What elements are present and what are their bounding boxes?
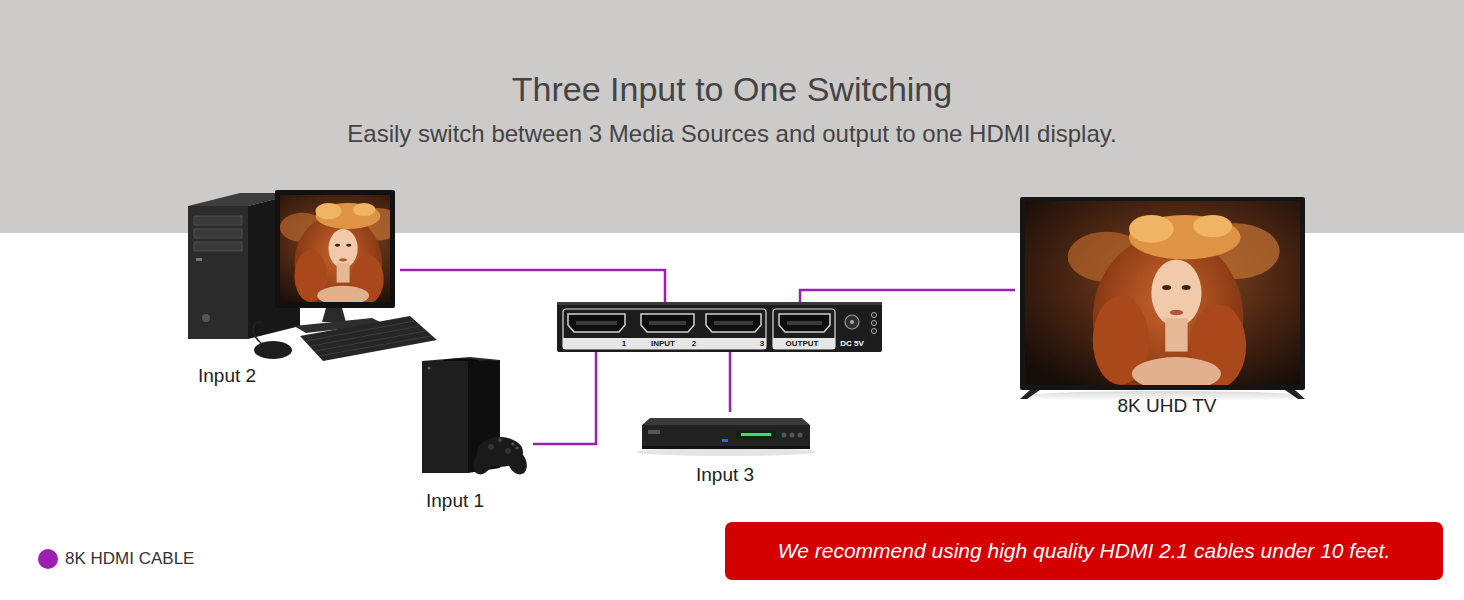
console-drawing — [422, 357, 531, 478]
hdmi-switch-drawing-part — [779, 314, 830, 332]
player-drawing-part — [741, 433, 771, 436]
computer-drawing-part — [300, 316, 437, 361]
hdmi-switch-drawing-part — [568, 314, 625, 332]
hdmi-switch-drawing-part — [845, 315, 859, 329]
hdmi-switch-drawing-part — [714, 321, 753, 325]
hdmi-switch-drawing-part — [706, 314, 761, 332]
port-label: OUTPUT — [786, 339, 819, 349]
hdmi-cable — [729, 352, 732, 412]
hdmi-cable — [800, 290, 1015, 302]
tv-node: 8K UHD TV — [1015, 195, 1310, 420]
computer-drawing-part — [322, 308, 346, 322]
player-drawing-part — [790, 433, 795, 438]
player-drawing-part — [648, 430, 660, 434]
port-label: INPUT — [651, 339, 675, 349]
device-label: Input 3 — [696, 464, 754, 486]
port-label: 2 — [692, 339, 696, 349]
console-node: Input 1 — [415, 350, 533, 515]
player-drawing-part — [636, 448, 816, 456]
port-label: 3 — [760, 339, 764, 349]
console-drawing-part — [511, 442, 514, 445]
computer-drawing — [188, 190, 437, 361]
page-title: Three Input to One Switching — [0, 70, 1464, 109]
hdmi-switch-drawing-part — [641, 314, 694, 332]
computer-node: Input 2 — [180, 185, 400, 390]
note-text: We recommend using high quality HDMI 2.1… — [778, 539, 1390, 563]
legend-swatch — [38, 549, 58, 569]
note-box: We recommend using high quality HDMI 2.1… — [725, 522, 1443, 580]
computer-drawing-part — [254, 195, 416, 312]
hdmi-switch-drawing-part — [787, 321, 822, 325]
console-drawing-part — [515, 446, 518, 449]
hdmi-switch-drawing — [557, 302, 882, 352]
player-drawing-part — [782, 433, 787, 438]
computer-drawing-part — [202, 314, 210, 322]
port-label: DC 5V — [840, 339, 864, 349]
player-drawing-part — [722, 439, 728, 442]
hdmi-cable — [400, 270, 665, 302]
hdmi-switch-drawing-part — [563, 338, 766, 349]
console-drawing-part — [488, 444, 494, 450]
hdmi-switch-drawing-part — [872, 321, 877, 326]
player-drawing-part — [798, 433, 803, 438]
device-label: 8K UHD TV — [1118, 395, 1217, 418]
subtitle: Easily switch between 3 Media Sources an… — [0, 120, 1464, 148]
computer-drawing-part — [253, 322, 262, 344]
player-drawing-part — [642, 446, 810, 449]
hdmi-cable — [533, 352, 596, 444]
legend-text: 8K HDMI CABLE — [65, 549, 194, 569]
computer-drawing-part — [319, 336, 431, 356]
player-node: Input 3 — [638, 412, 814, 490]
console-drawing-part — [469, 446, 496, 477]
hdmi-switch-drawing-part — [773, 338, 835, 349]
hdmi-switch-drawing-part — [850, 320, 854, 324]
hdmi-switch-drawing-part — [649, 321, 686, 325]
tv-drawing — [1020, 197, 1305, 402]
computer-drawing-part — [306, 321, 414, 341]
player-drawing-part — [642, 418, 810, 425]
device-label: Input 1 — [426, 490, 484, 512]
computer-drawing-part — [194, 242, 242, 251]
legend-entry: 8K HDMI CABLE — [38, 549, 194, 569]
hdmi-switch-drawing-part — [576, 321, 822, 325]
device-label: Input 2 — [198, 365, 256, 387]
console-drawing-part — [428, 367, 431, 370]
hdmi-switch-drawing-part — [576, 321, 617, 325]
computer-drawing-part — [315, 331, 426, 351]
tv-drawing-part — [1023, 201, 1302, 402]
console-drawing-part — [498, 438, 502, 442]
computer-drawing-part — [194, 216, 242, 225]
hdmi-switch-drawing-part — [557, 302, 882, 305]
computer-drawing-part — [188, 206, 248, 339]
hdmi-switch: 1 INPUT 2 3 OUTPUT DC 5V — [557, 302, 882, 352]
hdmi-switch-drawing-part — [563, 309, 766, 349]
hdmi-switch-drawing-part — [872, 313, 877, 334]
computer-drawing-part — [311, 326, 420, 346]
hdmi-switch-drawing-part — [568, 314, 830, 332]
player-drawing — [636, 418, 816, 456]
computer-drawing-part — [196, 258, 202, 261]
player-drawing-part — [736, 430, 776, 439]
tv-drawing-part — [1285, 390, 1305, 399]
console-drawing-part — [503, 446, 530, 477]
port-label: 1 — [622, 339, 626, 349]
player-drawing-part — [642, 425, 810, 449]
hdmi-switch-drawing-part — [773, 309, 835, 349]
console-drawing-part — [505, 448, 511, 454]
computer-drawing-part — [254, 341, 292, 359]
computer-drawing-part — [194, 229, 242, 238]
hdmi-switch-drawing-part — [557, 302, 882, 352]
tv-drawing-part — [1020, 390, 1040, 399]
hdmi-switch-drawing-part — [872, 329, 877, 334]
console-drawing-part — [422, 361, 468, 473]
computer-drawing-part — [306, 321, 431, 356]
hdmi-switch-drawing-part — [872, 313, 877, 318]
